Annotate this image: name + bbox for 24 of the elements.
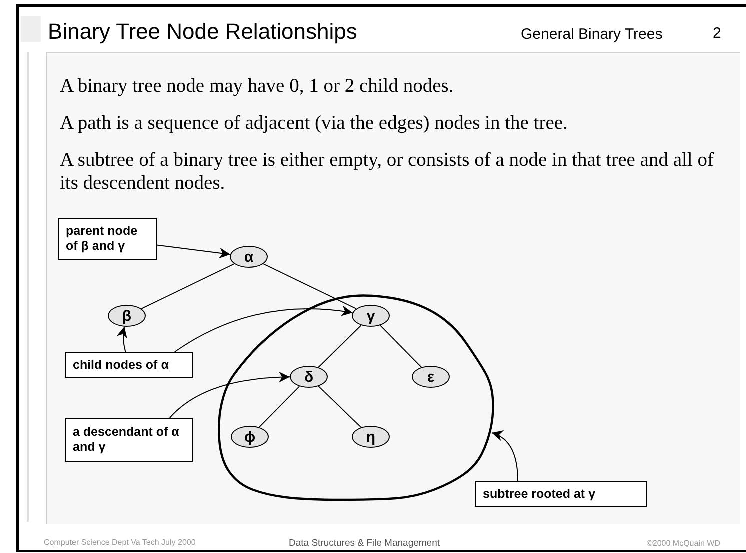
pointer-arrow — [156, 244, 231, 259]
tree-edge — [263, 264, 357, 310]
footer-text: ©2000 McQuain WD — [647, 539, 720, 549]
callout-box: parent node of β and γ — [58, 218, 157, 260]
tree-edge — [258, 386, 300, 428]
body-paragraph: A path is a sequence of adjacent (via the edges) nodes in the tree. — [60, 112, 569, 135]
tree-edge — [141, 264, 235, 310]
footer-text: Data Structures & File Management — [289, 538, 440, 550]
pointer-arrow — [492, 431, 518, 482]
slide-title: Binary Tree Node Relationships — [48, 18, 358, 46]
footer-text: Computer Science Dept Va Tech July 2000 — [44, 538, 196, 548]
callout-box: child nodes of α — [65, 352, 193, 378]
section-name: General Binary Trees — [521, 26, 663, 44]
tree-edge — [318, 324, 362, 368]
page-number: 2 — [713, 25, 722, 43]
pointer-arrow — [116, 326, 128, 352]
pointer-arrow — [170, 372, 290, 418]
callout-box: a descendant of α and γ — [65, 418, 193, 462]
callout-box: subtree rooted at γ — [475, 481, 647, 507]
tree-edge — [318, 386, 362, 428]
tree-edge — [380, 325, 422, 368]
body-paragraph: A binary tree node may have 0, 1 or 2 child nodes. — [60, 75, 455, 98]
pointer-arrow — [174, 306, 354, 352]
body-paragraph: A subtree of a binary tree is either empty, or consists of a node in that tree and all of its descendent nodes. — [60, 149, 715, 195]
